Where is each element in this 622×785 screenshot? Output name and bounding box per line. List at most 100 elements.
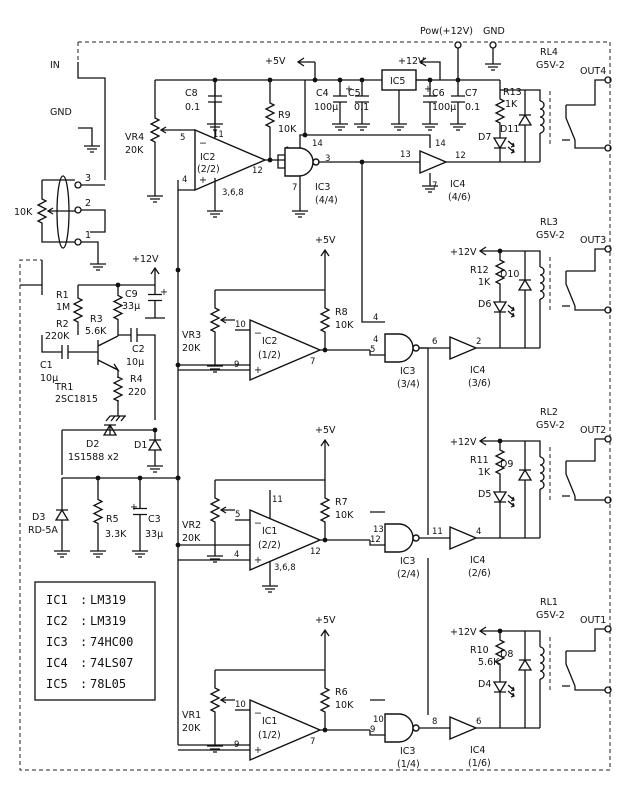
ic3d-nand	[284, 147, 314, 177]
wire	[428, 61, 441, 80]
ic-part: (1/2)	[258, 730, 281, 741]
relay-contact	[562, 105, 576, 141]
ground-symbol	[262, 580, 278, 593]
supply-arrow	[478, 626, 488, 636]
plus-sign: +	[254, 745, 262, 756]
r-pull-value: 10K	[335, 700, 354, 711]
ic3d-label: IC3	[315, 182, 330, 193]
minus-sign: −	[254, 328, 262, 339]
vr-label: VR2	[182, 520, 201, 531]
r-pull-value: 10K	[335, 510, 354, 521]
terminal	[604, 435, 612, 443]
relay-coil	[539, 646, 545, 680]
pin: 7	[292, 183, 297, 193]
junction-dot	[175, 267, 181, 273]
terminal	[454, 41, 462, 49]
nand-bubble	[412, 534, 420, 542]
legend-part: LM319	[90, 614, 126, 628]
wire	[41, 335, 52, 353]
wire	[277, 154, 286, 169]
led	[492, 301, 508, 314]
buffer	[449, 335, 478, 361]
minus-sign: −	[199, 138, 207, 149]
jack-ground	[90, 258, 106, 271]
c4-value: 100μ	[314, 102, 338, 113]
gnd-wire	[78, 127, 93, 140]
r2-label: R2	[56, 319, 69, 330]
pullup-resistor	[319, 290, 331, 350]
relay-coil	[539, 100, 545, 134]
c4	[333, 80, 347, 118]
c1-value: 10μ	[40, 373, 58, 384]
buf-part: (3/6)	[468, 378, 491, 389]
rl-label: RL1	[540, 597, 558, 608]
c6-label: C6	[432, 88, 445, 99]
vr-value: 20K	[182, 723, 201, 734]
ic-label: IC2	[262, 336, 277, 347]
wire	[500, 89, 541, 95]
r-led-label: R12	[470, 265, 489, 276]
pot-wiper	[159, 126, 178, 134]
pin: 13	[373, 525, 384, 535]
pin: 12	[370, 535, 381, 545]
ic2b-label: IC2	[200, 152, 215, 163]
pin: 13	[400, 150, 411, 160]
buffer	[449, 525, 478, 551]
ic-label: IC1	[262, 716, 277, 727]
ground-symbol	[105, 410, 126, 422]
plus12-top-label: +12V	[398, 56, 425, 67]
potentiometer	[209, 480, 221, 540]
pin: 11	[432, 527, 443, 537]
pin: 5	[235, 510, 240, 520]
potentiometer	[209, 670, 221, 730]
comparator	[249, 318, 322, 382]
pin: 5	[370, 345, 375, 355]
r-pull-label: R8	[335, 307, 348, 318]
wire	[488, 630, 541, 641]
d11-diode	[517, 113, 533, 126]
led-arrows	[507, 494, 515, 508]
r-pull-label: R6	[335, 687, 348, 698]
c7-label: C7	[465, 88, 478, 99]
comparator	[249, 508, 322, 572]
pin: 14	[312, 139, 323, 149]
pin: 10	[235, 320, 246, 330]
led	[492, 681, 508, 694]
supply-arrow	[320, 248, 330, 258]
c5-label: C5	[348, 88, 361, 99]
pin: 3,6,8	[222, 188, 244, 198]
legend-colon: :	[80, 656, 87, 670]
ic4d-part: (4/6)	[448, 192, 471, 203]
jack-gnd	[81, 241, 99, 258]
in-wire	[77, 62, 106, 180]
buf-label: IC4	[470, 365, 485, 376]
plus12-label: +12V	[450, 247, 477, 258]
ic-legend: IC1:LM319IC2:LM319IC3:74HC00IC4:74LS07IC…	[46, 593, 133, 691]
r13-value: 1K	[505, 99, 518, 110]
pin: 4	[476, 527, 481, 537]
wire	[369, 540, 385, 546]
nand-chain	[419, 347, 429, 535]
ic-part: (2/2)	[258, 540, 281, 551]
pin: 10	[373, 715, 384, 725]
pin: 2	[476, 337, 481, 347]
rl-value: G5V-2	[536, 230, 565, 241]
supply-arrow	[320, 438, 330, 448]
terminal	[604, 625, 612, 633]
plus-sign: +	[254, 365, 262, 376]
nand-label: IC3	[400, 746, 415, 757]
out-label: OUT2	[580, 425, 606, 436]
ground-symbol	[147, 190, 163, 203]
d3-zener	[54, 508, 70, 521]
pot-10k-label: 10K	[14, 207, 33, 218]
junction-dot	[175, 475, 181, 481]
nand-gate	[384, 333, 414, 363]
ground-symbol	[485, 58, 501, 71]
wire	[566, 628, 605, 691]
flyback-diode	[517, 658, 533, 671]
terminal	[74, 238, 82, 246]
r3-label: R3	[90, 314, 103, 325]
r9	[264, 80, 276, 150]
d-fly-label: D8	[500, 649, 513, 660]
ground-symbol	[90, 545, 106, 558]
